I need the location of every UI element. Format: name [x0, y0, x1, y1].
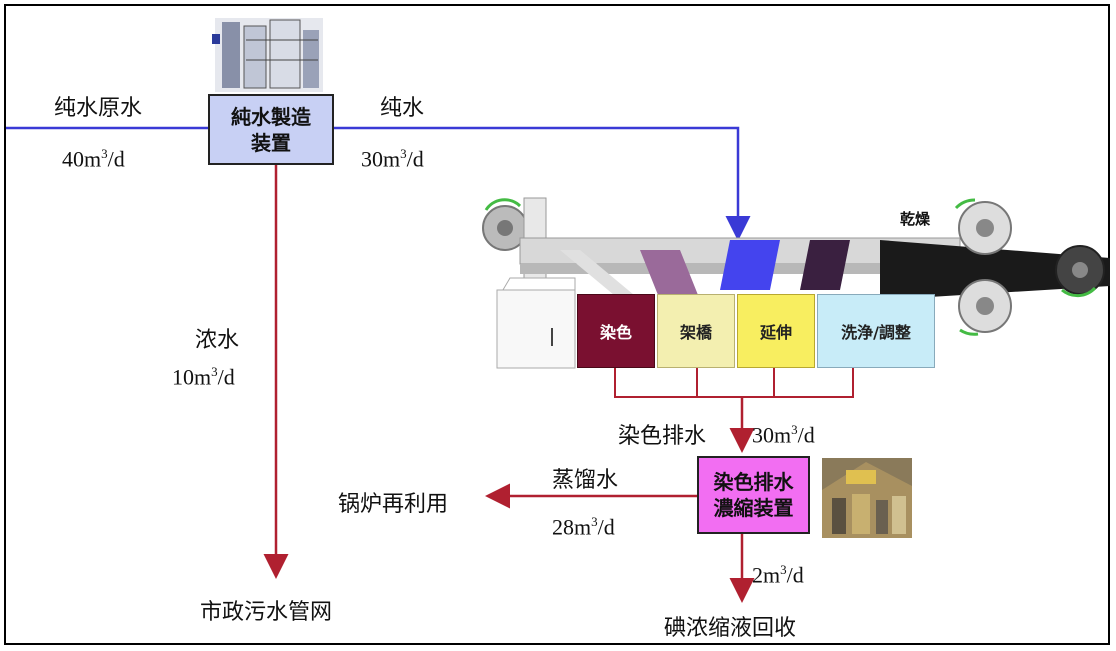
dye-drain-label: 染色排水: [618, 424, 707, 449]
distilled-water-flow: 28m3/d: [552, 514, 615, 540]
pure-water-device: 純水製造 装置: [208, 94, 334, 165]
distilled-water-label: 蒸馏水: [552, 468, 619, 493]
pure-water-label: 纯水: [380, 96, 425, 121]
tank-crosslink: 架橋: [657, 294, 735, 368]
pure-water-flow: 30m3/d: [361, 146, 424, 172]
superscript-3: 3: [101, 146, 108, 161]
concentrate-label: 浓水: [195, 328, 240, 353]
tank-stretch: 延伸: [737, 294, 815, 368]
production-line-image: [482, 197, 1110, 369]
boiler-reuse-label: 锅炉再利用: [338, 492, 449, 517]
concentrator-line2: 濃縮装置: [713, 496, 794, 520]
pure-water-device-line2: 装置: [251, 130, 291, 155]
tank-dyeing: 染色: [577, 294, 655, 368]
concentrator-line1: 染色排水: [713, 470, 794, 494]
pure-water-device-line1: 純水製造: [231, 104, 311, 129]
raw-water-flow: 40m3/d: [62, 146, 125, 172]
municipal-sewer-label: 市政污水管网: [200, 600, 333, 625]
iodine-flow: 2m3/d: [752, 562, 804, 588]
drain-collector: [614, 363, 854, 398]
concentrate-flow: 10m3/d: [172, 364, 235, 390]
pure-water-line: [334, 126, 751, 241]
tank-wash-adjust: 洗浄/調整: [817, 294, 935, 368]
dye-drain-concentrator: 染色排水 濃縮装置: [697, 456, 810, 534]
diagram-frame: [4, 4, 1110, 645]
dryer-label: 乾燥: [900, 210, 931, 228]
concentration-equipment-image: [822, 458, 912, 538]
raw-water-label: 纯水原水: [54, 96, 143, 121]
pure-water-equipment-image: [212, 18, 323, 92]
dye-drain-flow: 30m3/d: [752, 422, 815, 448]
iodine-recovery-label: 碘浓缩液回收: [664, 616, 797, 641]
